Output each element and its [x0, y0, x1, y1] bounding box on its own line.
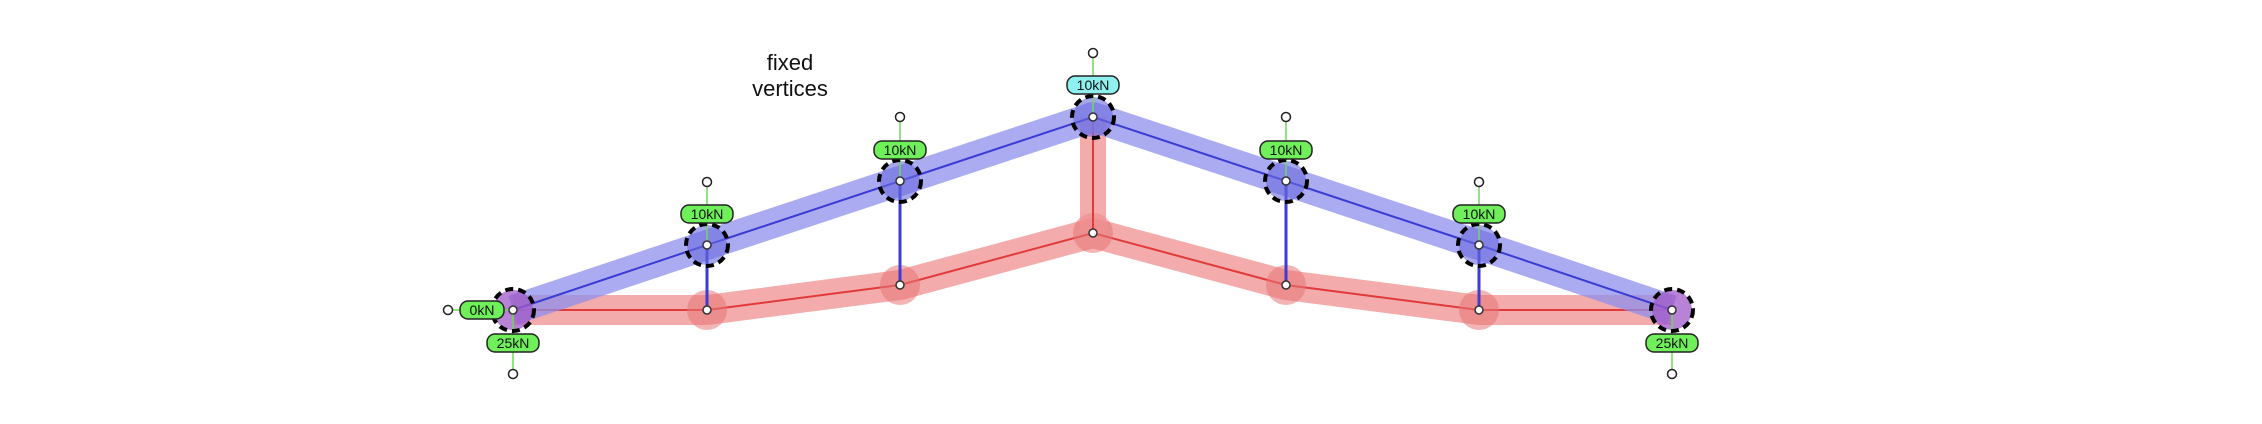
load-label-left-reaction[interactable]: 25kN — [486, 333, 540, 353]
fixed-vertex-marker — [1070, 94, 1116, 140]
load-text: 0kN — [470, 302, 495, 318]
node-point — [702, 240, 712, 250]
node-point — [895, 176, 905, 186]
load-handle — [1473, 176, 1485, 188]
node-point — [1281, 176, 1291, 186]
fixed-vertex-marker — [877, 158, 923, 204]
load-handle — [894, 111, 906, 123]
fixed-vertex-marker — [1456, 222, 1502, 268]
load-handle — [507, 368, 519, 380]
load-handle — [1666, 368, 1678, 380]
node-point — [895, 280, 905, 290]
load-handle — [1280, 111, 1292, 123]
node-point — [1088, 112, 1098, 122]
load-handle — [701, 176, 713, 188]
fixed-vertex-marker — [1263, 158, 1309, 204]
load-handles[interactable] — [442, 47, 1678, 380]
node-point — [1474, 305, 1484, 315]
fixed-vertices-caption: fixed vertices — [730, 50, 850, 102]
node-point — [1088, 228, 1098, 238]
node-point — [1667, 305, 1677, 315]
load-label-panel-4[interactable]: 10kN — [1259, 140, 1313, 160]
node-point — [1474, 240, 1484, 250]
node-point — [1281, 280, 1291, 290]
load-label-panel-1[interactable]: 10kN — [680, 204, 734, 224]
caption-line-2: vertices — [752, 76, 828, 101]
fixed-vertex-marker — [1649, 287, 1695, 333]
load-label-panel-2[interactable]: 10kN — [873, 140, 927, 160]
node-point — [702, 305, 712, 315]
load-text: 25kN — [497, 335, 530, 351]
load-label-right-reaction[interactable]: 25kN — [1645, 333, 1699, 353]
load-text: 10kN — [1270, 142, 1303, 158]
load-handle — [1087, 47, 1099, 59]
node-points[interactable] — [508, 112, 1677, 315]
load-label-apex[interactable]: 10kN — [1066, 75, 1120, 95]
load-text: 25kN — [1656, 335, 1689, 351]
node-point — [508, 305, 518, 315]
load-text: 10kN — [1077, 77, 1110, 93]
load-text: 10kN — [1463, 206, 1496, 222]
fixed-vertex-markers[interactable] — [490, 94, 1695, 333]
load-label-left-horizontal[interactable]: 0kN — [459, 300, 505, 320]
fixed-vertex-marker — [684, 222, 730, 268]
load-handle — [442, 304, 454, 316]
caption-line-1: fixed — [766, 50, 814, 75]
load-text: 10kN — [884, 142, 917, 158]
load-text: 10kN — [691, 206, 724, 222]
load-label-panel-5[interactable]: 10kN — [1452, 204, 1506, 224]
